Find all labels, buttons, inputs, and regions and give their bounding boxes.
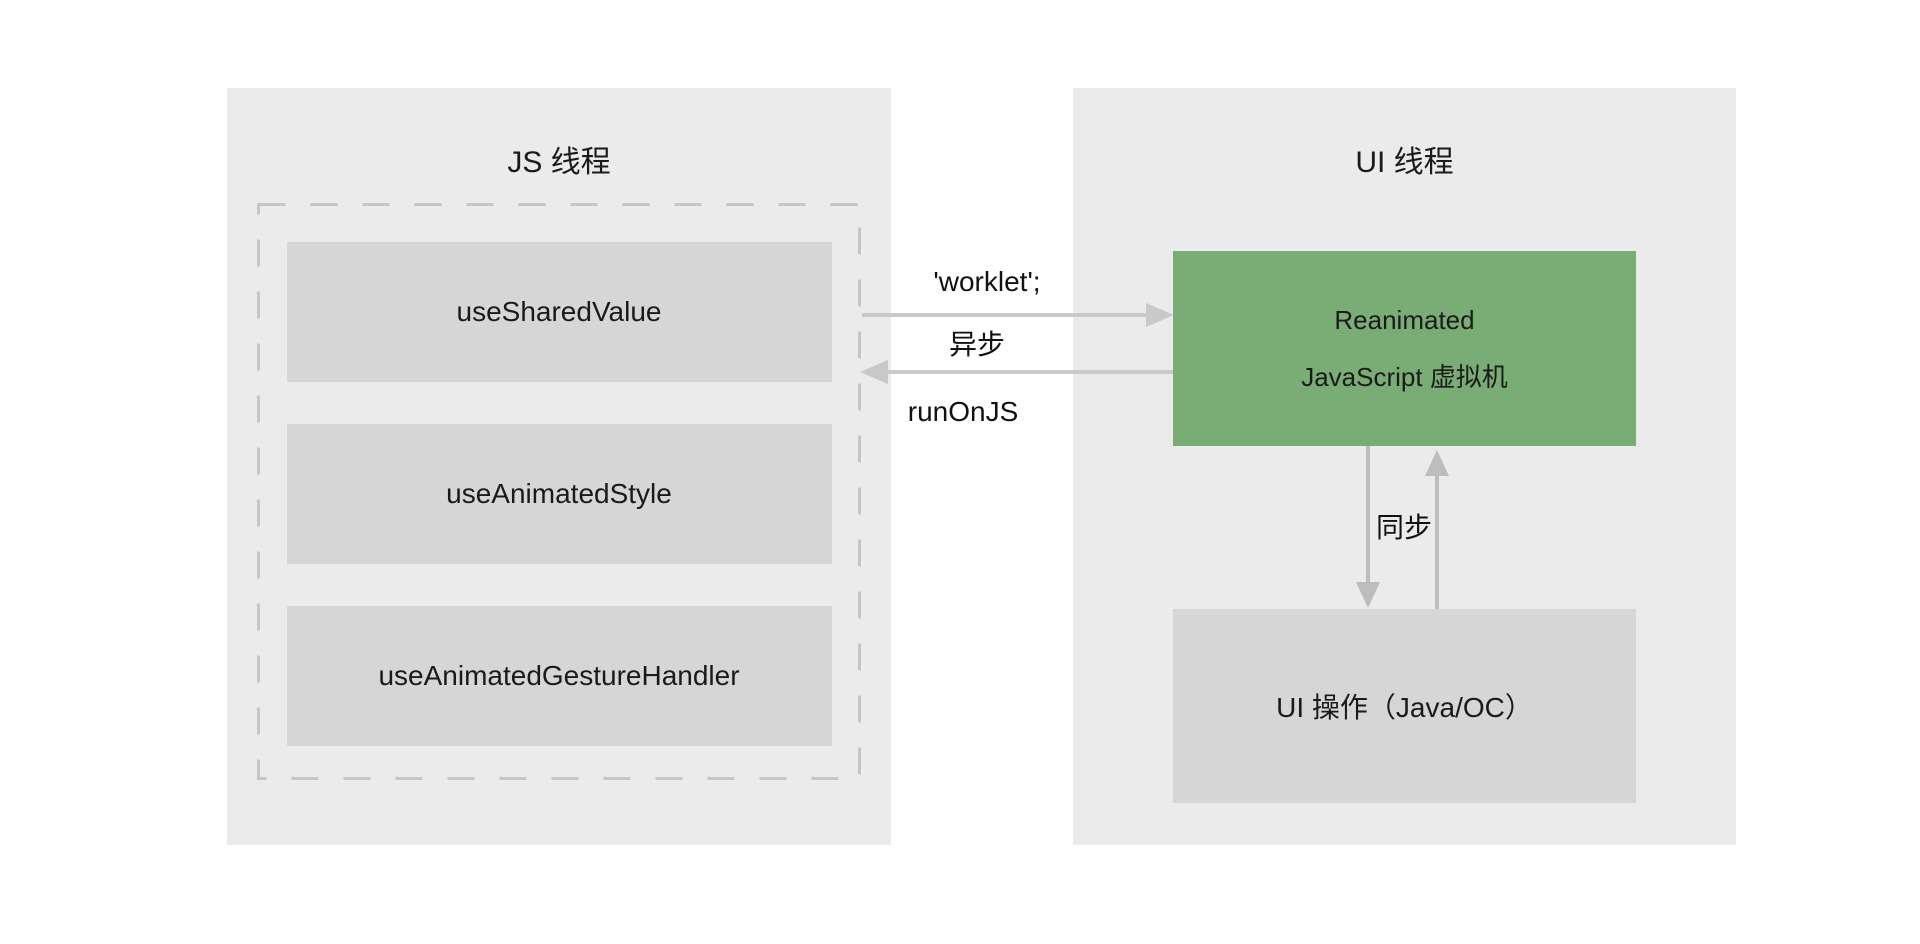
ui-thread-title: UI 线程: [1355, 146, 1454, 179]
hook-label: useAnimatedStyle: [446, 478, 672, 509]
hook-label: useAnimatedGestureHandler: [378, 660, 740, 691]
js-thread-title: JS 线程: [507, 146, 611, 179]
ui-operations-label: UI 操作（Java/OC）: [1276, 692, 1533, 723]
vm-box-line1: Reanimated: [1334, 304, 1475, 335]
hook-box-use-animated-gesture-handler: useAnimatedGestureHandler: [286, 606, 832, 746]
sync-arrow-label: 同步: [1375, 512, 1433, 543]
vm-box-line2: JavaScript 虚拟机: [1301, 361, 1508, 392]
runonjs-arrow-label: runOnJS: [907, 396, 1019, 427]
ui-thread-panel: UI 线程 Reanimated JavaScript 虚拟机 UI 操作（Ja…: [1073, 88, 1736, 845]
reanimated-vm-box: Reanimated JavaScript 虚拟机: [1173, 251, 1636, 446]
ui-operations-box: UI 操作（Java/OC）: [1173, 609, 1636, 803]
worklet-dashed-group: useSharedValue useAnimatedStyle useAnima…: [257, 203, 861, 780]
hook-box-use-animated-style: useAnimatedStyle: [286, 424, 832, 564]
hook-box-use-shared-value: useSharedValue: [286, 242, 832, 382]
worklet-arrow-label: 'worklet';: [933, 266, 1041, 297]
hook-label: useSharedValue: [456, 296, 662, 327]
js-thread-panel: JS 线程 useSharedValue useAnimatedStyle us…: [227, 88, 891, 845]
async-arrow-label: 异步: [948, 329, 1006, 360]
